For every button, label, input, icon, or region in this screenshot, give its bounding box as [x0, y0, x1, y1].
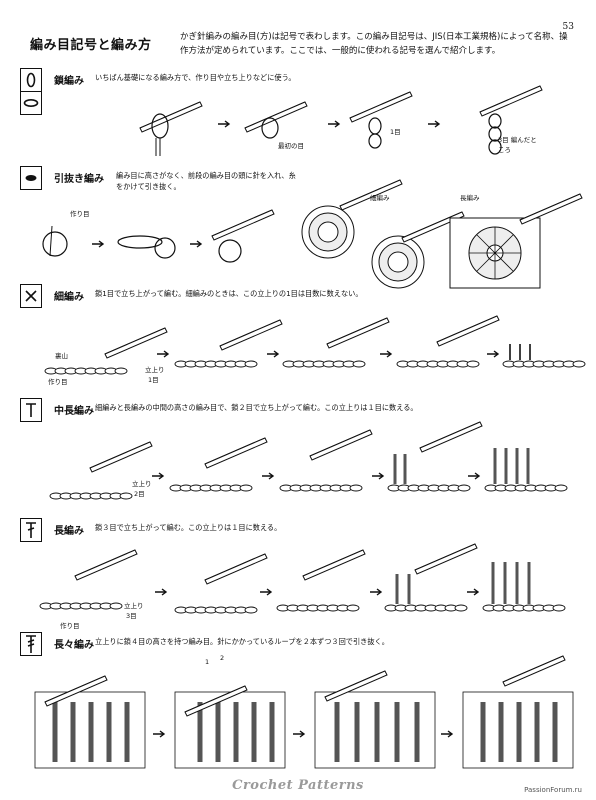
section-single-crochet: 細編み 鎖1目で立ち上がって編む。細編みのときは、この立上りの1目は目数に数えな…: [20, 284, 580, 392]
section-double-crochet: 長編み 鎖３目で立ち上がって編む。この立上りは１目に数える。 作り目 立上り 3…: [20, 518, 580, 630]
label-base: 作り目: [48, 376, 68, 386]
double-crochet-diagram: [35, 544, 575, 628]
label-three-stitches: 3目 編んだところ: [498, 134, 538, 154]
intro-text: かぎ針編みの編み目(方)は記号で表わします。この編み目記号は、JIS(日本工業規…: [180, 30, 570, 58]
arrow-right-icon: [218, 121, 229, 127]
label-back-bump: 裏山: [55, 350, 68, 360]
arrow-right-icon: [157, 351, 168, 357]
label-single: 細編み: [370, 192, 390, 202]
arrow-right-icon: [260, 589, 271, 595]
section-half-double: 中長編み 細編みと長編みの中間の高さの編み目で、鎖２目で立ち上がって編む。この立…: [20, 398, 580, 510]
treble-crochet-icon: [20, 632, 42, 656]
label-first-stitch: 最初の目: [278, 140, 304, 150]
half-double-icon: [20, 398, 42, 422]
label-step-2: 2: [220, 654, 224, 662]
section-name: 長編み: [54, 522, 84, 537]
label-double: 長編み: [460, 192, 480, 202]
section-desc: 立上りに鎖４目の高さを持つ編み目。針にかかっているループを２本ずつ３回で引き抜く…: [95, 636, 389, 647]
label-one: 1目: [148, 374, 159, 384]
section-chain: 鎖編み いちばん基礎になる編み方で、作り目や立ち上りなどに使う。 最初の目 1目…: [20, 68, 580, 158]
footer-brand: Crochet Patterns: [0, 778, 596, 793]
arrow-right-icon: [468, 473, 479, 479]
treble-crochet-diagram: [25, 662, 580, 772]
label-step-1: 1: [205, 658, 209, 666]
section-name: 中長編み: [54, 402, 94, 417]
section-desc: いちばん基礎になる編み方で、作り目や立ち上りなどに使う。: [95, 72, 296, 83]
arrow-right-icon: [262, 473, 273, 479]
double-crochet-icon: [20, 518, 42, 542]
label-rise: 立上り: [124, 600, 144, 610]
slip-stitch-diagram: [30, 196, 570, 291]
label-rise: 立上り: [132, 478, 152, 488]
arrow-right-icon: [293, 731, 304, 737]
arrow-right-icon: [370, 589, 381, 595]
page-title: 編み目記号と編み方: [30, 34, 152, 53]
section-name: 引抜き編み: [54, 170, 104, 185]
label-rise: 立上り: [145, 364, 165, 374]
arrow-right-icon: [467, 589, 478, 595]
arrow-right-icon: [380, 351, 391, 357]
half-double-diagram: [40, 426, 580, 510]
label-base: 作り目: [60, 620, 80, 630]
section-name: 鎖編み: [54, 72, 84, 87]
arrow-right-icon: [428, 121, 439, 127]
single-crochet-icon: [20, 284, 42, 308]
section-desc: 編み目に高さがなく、前段の編み目の頭に針を入れ、糸をかけて引き抜く。: [116, 170, 296, 192]
arrow-right-icon: [153, 731, 164, 737]
arrow-right-icon: [190, 241, 201, 247]
section-treble-crochet: 長々編み 立上りに鎖４目の高さを持つ編み目。針にかかっているループを２本ずつ３回…: [20, 632, 580, 772]
section-desc: 鎖３目で立ち上がって編む。この立上りは１目に数える。: [95, 522, 281, 533]
footer-site: PassionForum.ru: [524, 786, 582, 794]
arrow-right-icon: [267, 351, 278, 357]
section-slip-stitch: 引抜き編み 編み目に高さがなく、前段の編み目の頭に針を入れ、糸をかけて引き抜く。…: [20, 166, 580, 278]
chain-oval-icon: [20, 91, 42, 115]
arrow-right-icon: [152, 473, 163, 479]
arrow-right-icon: [328, 121, 339, 127]
label-three: 3目: [126, 610, 137, 620]
section-name: 長々編み: [54, 636, 94, 651]
section-name: 細編み: [54, 288, 84, 303]
section-desc: 鎖1目で立ち上がって編む。細編みのときは、この立上りの1目は目数に数えない。: [95, 288, 363, 299]
single-crochet-diagram: [35, 316, 575, 388]
arrow-right-icon: [487, 351, 498, 357]
arrow-right-icon: [441, 731, 452, 737]
section-desc: 細編みと長編みの中間の高さの編み目で、鎖２目で立ち上がって編む。この立上りは１目…: [95, 402, 418, 413]
arrow-right-icon: [155, 589, 166, 595]
slip-stitch-icon: [20, 166, 42, 190]
chain-diagram: [110, 86, 560, 158]
label-base: 作り目: [70, 208, 90, 218]
arrow-right-icon: [92, 241, 103, 247]
arrow-right-icon: [372, 473, 383, 479]
crochet-hook-icon: [503, 656, 565, 686]
chain-symbol-icon: [20, 68, 42, 92]
label-one-stitch: 1目: [390, 126, 401, 136]
label-two: 2目: [134, 488, 145, 498]
